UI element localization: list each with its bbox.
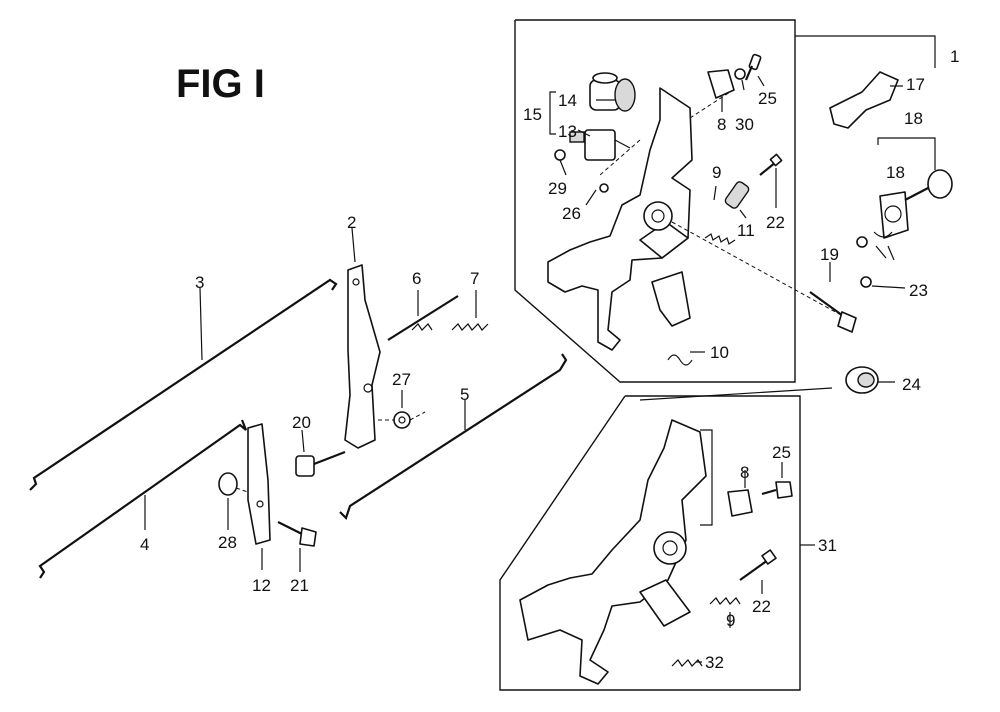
rod-6 — [387, 295, 459, 341]
callout-23: 23 — [909, 281, 928, 300]
callout-30: 30 — [735, 115, 754, 134]
callout-17: 17 — [906, 75, 925, 94]
callout-11: 11 — [737, 221, 755, 240]
rod-3 — [29, 278, 338, 491]
nut-29 — [554, 149, 566, 161]
callout-3: 3 — [195, 273, 204, 292]
callout-10: 10 — [710, 343, 729, 362]
callout-31: 31 — [818, 536, 837, 555]
spring-9-upper — [704, 233, 736, 245]
screw-26 — [599, 183, 609, 193]
callout-14: 14 — [558, 91, 577, 110]
upper-assembly-frame — [514, 19, 796, 383]
callout-21: 21 — [290, 576, 309, 595]
choke-knob — [589, 72, 636, 112]
spring-10 — [667, 354, 693, 366]
callout-1: 1 — [950, 47, 959, 66]
washer-28 — [218, 472, 238, 496]
pivot-boss — [643, 201, 673, 231]
rod-5 — [339, 353, 568, 521]
bolt-19 — [809, 291, 857, 333]
callout-28: 28 — [218, 533, 237, 552]
callout-25-upper: 25 — [758, 89, 777, 108]
callout-13: 13 — [558, 122, 577, 141]
callout-32: 32 — [705, 653, 724, 672]
callout-12: 12 — [252, 576, 271, 595]
rod-4 — [38, 419, 248, 579]
plate-8-lower — [727, 489, 753, 517]
governor-arm-2 — [344, 264, 381, 449]
callout-22-lower: 22 — [752, 597, 771, 616]
spring-32 — [671, 659, 703, 667]
callout-15: 15 — [523, 105, 542, 124]
callout-29: 29 — [548, 179, 567, 198]
callout-5: 5 — [460, 385, 469, 404]
callout-2: 2 — [347, 213, 356, 232]
screw-22-lower — [739, 549, 777, 581]
lever-lower — [639, 579, 691, 627]
callout-27: 27 — [392, 370, 411, 389]
upper-control-assembly — [514, 19, 936, 383]
callout-8-upper: 8 — [717, 115, 726, 134]
callout-8-lower: 8 — [740, 463, 749, 482]
figure-title: FIG I — [176, 62, 265, 106]
callout-26: 26 — [562, 204, 581, 223]
callout-9-upper: 9 — [712, 163, 721, 182]
control-bracket — [547, 87, 693, 351]
callout-19: 19 — [820, 245, 839, 264]
stop-switch — [569, 129, 631, 161]
callout-25-lower: 25 — [772, 443, 791, 462]
bolt-21 — [277, 521, 317, 547]
nut-27 — [393, 411, 411, 429]
bracket-foot — [651, 271, 691, 327]
pivot-boss-lower — [653, 531, 687, 565]
linkage-group — [29, 227, 568, 579]
callout-22-upper: 22 — [766, 213, 785, 232]
right-parts — [639, 71, 953, 401]
callout-18-top: 18 — [904, 109, 923, 128]
throttle-arm-12 — [247, 423, 271, 545]
callout-6: 6 — [412, 269, 421, 288]
bolt-20 — [295, 450, 346, 477]
knob-18 — [873, 169, 953, 261]
bolt-25-upper — [744, 53, 762, 81]
lever-17 — [829, 71, 899, 129]
screw-23 — [860, 276, 872, 288]
control-bracket-lower — [519, 419, 707, 685]
washer-18 — [856, 236, 868, 248]
callout-4: 4 — [140, 535, 149, 554]
cam-24 — [845, 366, 879, 394]
callout-7: 7 — [470, 269, 479, 288]
callout-9-lower: 9 — [726, 611, 735, 630]
sleeve-11 — [724, 181, 750, 209]
lower-assembly-frame — [499, 395, 801, 691]
washer-30 — [734, 68, 746, 80]
callout-labels: 1 2 3 4 5 6 7 8 8 9 9 10 11 12 13 14 15 … — [140, 47, 959, 672]
callout-20: 20 — [292, 413, 311, 432]
callout-18-mid: 18 — [886, 163, 905, 182]
spring-9-lower — [709, 597, 741, 605]
lower-control-assembly — [499, 395, 815, 691]
callout-24: 24 — [902, 375, 921, 394]
plate-8-upper — [707, 69, 735, 99]
bolt-25-lower — [761, 481, 793, 499]
spring-7 — [451, 323, 489, 331]
